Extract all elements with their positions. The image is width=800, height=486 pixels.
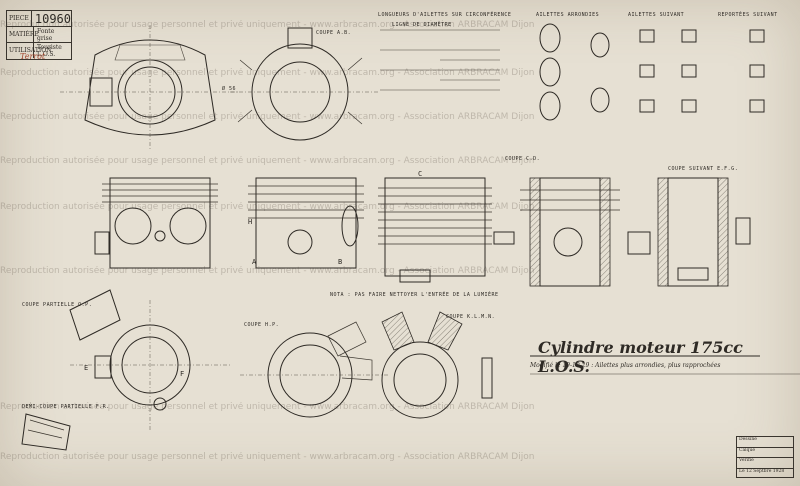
label-coupe-op: COUPE PARTIELLE O.P. [22,302,93,308]
title-block: Dessiné Calqué Vérifié Le 12 Septbre 192… [736,436,794,478]
label-coupe-klmn: COUPE K.L.M.N. [446,314,496,320]
title-block-line-1: Dessiné [737,437,793,448]
plan-view-top-left [60,25,240,150]
label-coupe-ab: COUPE A.B. [316,30,352,36]
piece-number: 10960 [34,11,71,26]
note-top-right-a: AILETTES ARRONDIES [536,12,600,18]
view-letter-a: A [252,258,257,266]
cylinder-elevation-1 [94,177,218,269]
section-hp-view [240,321,390,418]
note-center: NOTA : PAS FAIRE NETTOYER L'ENTRÉE DE LA… [330,292,499,298]
modification-note: Modifié le 19-10-29 : Ailettes plus arro… [530,362,721,369]
title-block-line-4: Le 12 Septbre 1928 [739,468,785,474]
utilisation-label: UTILISATION [7,43,51,58]
label-coupe-efg: COUPE SUIVANT E.F.G. [668,166,739,172]
note-top-right-c: REPORTÉES SUIVANT [718,12,778,18]
dimension-sample: Ø 56 [222,86,237,92]
section-cd-view [493,177,620,287]
brand-stamp: Terrot [20,52,46,61]
drawing-title: Cylindre moteur 175cc L.O.S. [538,338,743,376]
view-letter-h: H [248,218,253,226]
section-efg-view [627,177,751,287]
section-op-fr-view [21,289,230,451]
watermark-line-5: Reproduction autorisée pour usage person… [0,202,535,212]
note-top-mid-sub: LIGNE DE DIAMÈTRE [392,22,452,28]
part-info-box: PIECE 10960 MATIÈRE Fonte grise UTILISAT… [6,10,72,60]
label-coupe-hp: COUPE H.P. [244,322,280,328]
title-block-line-3: Vérifié [737,458,793,469]
piece-label: PIECE [7,11,32,26]
watermark-line-4: Reproduction autorisée pour usage person… [0,156,535,166]
view-letter-c: C [418,170,423,178]
watermark-line-7: Reproduction autorisée pour usage person… [0,402,535,412]
fin-table-top [380,29,500,91]
cylinder-elevation-3 [378,177,492,283]
view-letter-b: B [338,258,343,266]
cylinder-elevation-2 [248,177,364,269]
label-demi-coupe-fr: DEMI-COUPE PARTIELLE F.R. [22,404,110,410]
matiere-value: Fonte grise [37,27,55,42]
matiere-label: MATIÈRE [7,27,39,42]
view-letter-f: F [180,370,185,378]
note-top-right-b: AILETTES SUIVANT [628,12,685,18]
fin-profiles-right [539,23,765,121]
watermark-line-3: Reproduction autorisée pour usage person… [0,112,535,122]
section-klmn-view [381,311,493,419]
label-coupe-cd: COUPE C.D. [505,156,541,162]
utilisation-value: Touriste L.O.S. [37,43,62,58]
watermark-line-6: Reproduction autorisée pour usage person… [0,266,535,276]
section-ab-view [230,27,380,141]
view-letter-e: E [84,364,89,372]
watermark-line-1: Reproduction autorisée pour usage person… [0,20,535,30]
watermark-line-8: Reproduction autorisée pour usage person… [0,452,535,462]
note-top-mid: LONGUEURS D'AILETTES SUR CIRCONFÉRENCE [378,12,512,18]
title-block-line-2: Calqué [737,448,793,459]
watermark-line-2: Reproduction autorisée pour usage person… [0,68,535,78]
